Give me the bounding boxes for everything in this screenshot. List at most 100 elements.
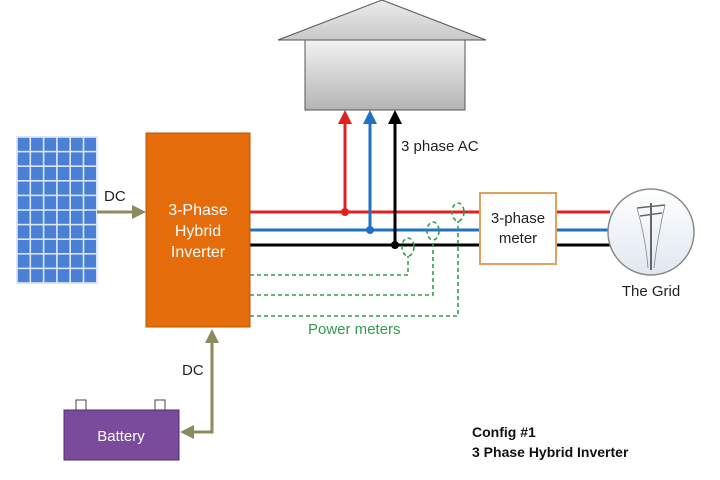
solar-cell (71, 152, 83, 166)
dc-battery-arrow (180, 329, 219, 439)
solar-cell (44, 269, 57, 283)
solar-cell (71, 196, 83, 210)
phase-red-arrowhead (338, 110, 352, 124)
power-meters (250, 202, 465, 317)
solar-cell (44, 181, 57, 195)
solar-cell (84, 225, 96, 239)
phase-black-junction (391, 241, 399, 249)
solar-cell (31, 240, 43, 253)
solar-cell (57, 137, 70, 151)
solar-cell (84, 137, 96, 151)
solar-cell (84, 181, 96, 195)
solar-cell (31, 196, 43, 210)
solar-cell (17, 240, 30, 253)
solar-cell (71, 225, 83, 239)
caption-line1: Config #1 (472, 424, 536, 440)
solar-cell (17, 254, 30, 268)
house (277, 0, 487, 111)
solar-cell (17, 152, 30, 166)
solar-cell (44, 167, 57, 180)
solar-cell (84, 167, 96, 180)
solar-cell (17, 196, 30, 210)
solar-cell (57, 152, 70, 166)
phase-blue-junction (366, 226, 374, 234)
inverter: 3-Phase Hybrid Inverter (145, 132, 251, 328)
solar-cell (31, 225, 43, 239)
three-phase-meter: 3-phase meter (479, 192, 557, 265)
solar-cell (84, 210, 96, 224)
solar-cell (57, 210, 70, 224)
solar-cell (44, 254, 57, 268)
solar-cell (44, 210, 57, 224)
solar-cell (71, 240, 83, 253)
solar-cell (44, 196, 57, 210)
power-meter-wire-1 (250, 256, 409, 276)
dc-battery-arrow-shaft (192, 341, 214, 434)
solar-cell (57, 254, 70, 268)
power-meter-ct-3 (451, 202, 465, 222)
house-roof (277, 0, 487, 41)
solar-cell (44, 240, 57, 253)
solar-cell (84, 254, 96, 268)
solar-cell (84, 269, 96, 283)
ac-label: 3 phase AC (401, 138, 479, 155)
solar-cell (57, 196, 70, 210)
solar-cell (17, 269, 30, 283)
grid-label: The Grid (622, 283, 680, 300)
meter-box (479, 192, 557, 265)
solar-cell (44, 137, 57, 151)
grid-crossarm-1 (636, 204, 666, 209)
solar-cell (17, 181, 30, 195)
solar-cell (84, 196, 96, 210)
battery-terminal-right (154, 399, 166, 411)
house-body (304, 39, 466, 111)
solar-cell (71, 137, 83, 151)
solar-cell (31, 167, 43, 180)
solar-cell (71, 254, 83, 268)
inverter-label-line3: Inverter (171, 244, 226, 261)
meter-label-line2: meter (499, 230, 537, 247)
solar-cell (31, 254, 43, 268)
caption-line2: 3 Phase Hybrid Inverter (472, 444, 629, 460)
solar-cell (71, 210, 83, 224)
solar-cell (31, 137, 43, 151)
ac-lines (250, 110, 610, 249)
dc-battery-arrowhead-up (205, 329, 219, 343)
phase-black-arrowhead (388, 110, 402, 124)
solar-cell (84, 152, 96, 166)
solar-cell (84, 240, 96, 253)
power-meter-wire-3 (250, 221, 459, 317)
solar-panel-frame (16, 136, 98, 284)
solar-cell (71, 269, 83, 283)
battery-terminal-left (75, 399, 87, 411)
solar-cell (31, 152, 43, 166)
phase-red-junction (341, 208, 349, 216)
dc-battery-arrowhead-left (180, 425, 194, 439)
power-meter-wire-2 (250, 240, 434, 296)
dc-solar-label: DC (104, 188, 126, 205)
grid-symbol (607, 188, 695, 276)
dc-battery-label: DC (182, 362, 204, 379)
solar-cell (44, 152, 57, 166)
solar-cell (57, 240, 70, 253)
solar-cell (57, 181, 70, 195)
battery-label: Battery (97, 428, 145, 445)
solar-cell (17, 225, 30, 239)
power-meter-ct-1 (401, 237, 415, 257)
solar-cell (57, 167, 70, 180)
solar-panel (16, 136, 98, 284)
solar-cell (17, 210, 30, 224)
meter-label-line1: 3-phase (491, 210, 545, 227)
solar-cell (17, 167, 30, 180)
solar-cell (71, 181, 83, 195)
grid-crossarm-2 (639, 212, 663, 217)
solar-cell (57, 225, 70, 239)
solar-cell (31, 269, 43, 283)
solar-cell (31, 210, 43, 224)
solar-cell (17, 137, 30, 151)
solar-cell (44, 225, 57, 239)
battery-body (63, 409, 180, 461)
inverter-label-line1: 3-Phase (168, 202, 228, 219)
